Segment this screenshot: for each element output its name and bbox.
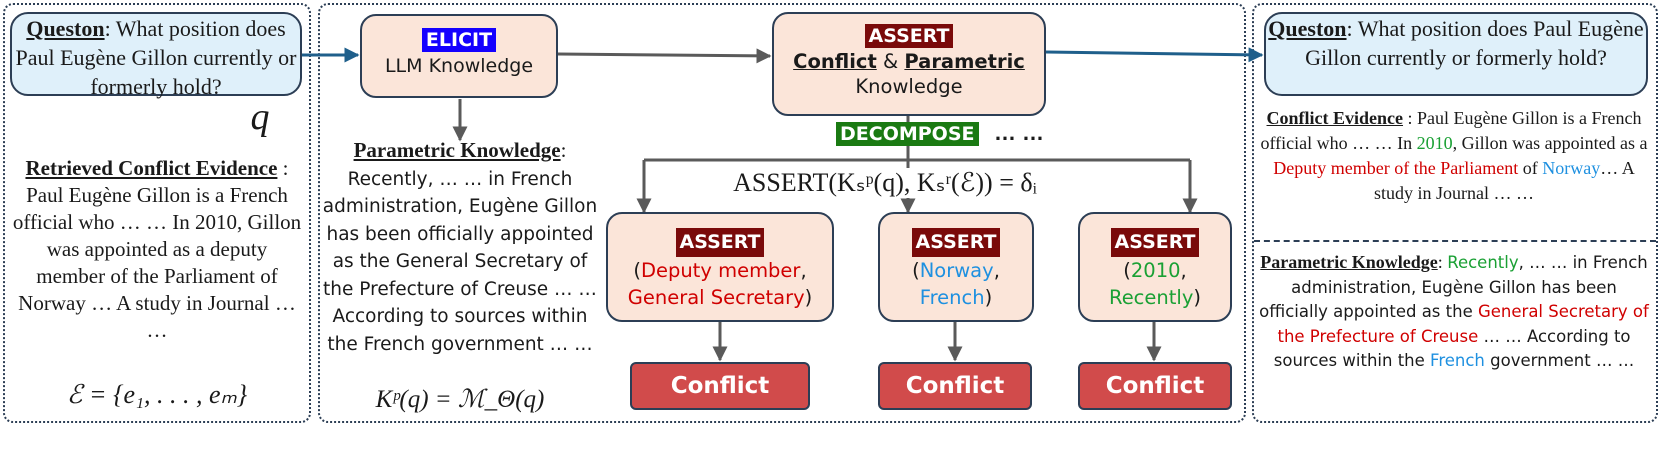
assert-parametric-word: Parametric xyxy=(904,50,1025,73)
assert-main-node: ASSERT Conflict & Parametric Knowledge xyxy=(772,12,1046,116)
assert-2-tag: ASSERT xyxy=(911,228,1001,257)
right-param-p1: , … … in French administration, Eugène G… xyxy=(1259,253,1648,321)
assert-formula: ASSERT(Kₛᵖ(q), Kₛʳ(ℰ)) = δᵢ xyxy=(690,168,1080,198)
right-evidence-year: 2010 xyxy=(1416,133,1453,153)
question-label: Queston xyxy=(26,16,105,41)
right-evidence-p1: : Paul Eugène Gillon is a French officia… xyxy=(1260,108,1642,153)
assert-1-close: ) xyxy=(804,286,813,309)
right-evidence-title: Conflict Evidence xyxy=(1266,108,1404,128)
right-param-p3: government … … xyxy=(1484,351,1635,370)
assert-1-tag: ASSERT xyxy=(675,228,765,257)
right-conflict-evidence: Conflict Evidence : Paul Eugène Gillon i… xyxy=(1258,106,1650,206)
retrieved-evidence-body: Paul Eugène Gillon is a French official … xyxy=(12,183,302,342)
question-text: : What position does Paul Eugène Gillon … xyxy=(15,16,297,99)
right-question-text: : What position does Paul Eugène Gillon … xyxy=(1305,16,1644,70)
assert-3-close: ) xyxy=(1193,286,1201,309)
center-panel xyxy=(318,3,1246,423)
retrieved-evidence-title: Retrieved Conflict Evidence xyxy=(25,156,278,180)
right-evidence-role: Deputy member of the Parliament xyxy=(1273,158,1519,178)
assert-1-a: Deputy member xyxy=(640,259,801,282)
right-param-p2: … … According to sources within the xyxy=(1273,326,1631,371)
retrieved-evidence: Retrieved Conflict Evidence : Paul Eugèn… xyxy=(10,155,304,344)
conflict-box-3: Conflict xyxy=(1078,362,1232,410)
assert-main-tag: ASSERT xyxy=(864,24,954,48)
arrow-assert-to-right-question xyxy=(1045,47,1264,63)
right-panel-divider xyxy=(1254,240,1656,242)
assert-conflict-word: Conflict xyxy=(793,50,877,73)
q-symbol: q xyxy=(250,96,270,138)
right-evidence-p4: … A study in Journal … … xyxy=(1374,158,1635,203)
assert-knowledge-word: Knowledge xyxy=(855,75,963,98)
right-param-title: Parametric Knowledge xyxy=(1260,252,1438,272)
question-box: Queston: What position does Paul Eugène … xyxy=(10,12,302,99)
assert-2-open: ( xyxy=(912,259,920,282)
parametric-colon: : xyxy=(560,138,567,162)
conflict-box-2: Conflict xyxy=(878,362,1032,410)
retrieved-evidence-colon: : xyxy=(277,156,289,180)
elicit-tag: ELICIT xyxy=(421,28,497,52)
decompose-tag: DECOMPOSE xyxy=(836,122,979,146)
right-evidence-p3: of xyxy=(1518,158,1543,178)
assert-2-sep: , xyxy=(993,259,1000,282)
left-panel xyxy=(3,3,311,423)
parametric-formula: Kᵖ(q) = ℳ_Θ(q) xyxy=(375,386,545,413)
right-param-recently: Recently xyxy=(1447,253,1519,272)
assert-3-a: 2010 xyxy=(1130,259,1181,282)
elicit-node: ELICIT LLM Knowledge xyxy=(360,14,558,98)
decompose-dots: … … xyxy=(993,120,1045,145)
assert-node-1: ASSERT (Deputy member, General Secretary… xyxy=(606,212,834,322)
assert-node-2: ASSERT (Norway, French) xyxy=(878,212,1034,322)
parametric-knowledge: Parametric Knowledge: Recently, … … in F… xyxy=(322,137,598,358)
assert-3-sep: , xyxy=(1180,259,1187,282)
assert-3-tag: ASSERT xyxy=(1110,228,1200,257)
right-evidence-country: Norway xyxy=(1542,158,1601,178)
right-param-p0: : xyxy=(1437,252,1448,272)
right-panel xyxy=(1252,3,1658,423)
assert-1-open: ( xyxy=(633,259,641,282)
assert-3-open: ( xyxy=(1123,259,1131,282)
evidence-set-formula: ℰ = {e₁, . . . , eₘ} xyxy=(66,380,248,409)
assert-1-b: General Secretary xyxy=(627,286,805,309)
elicit-label: LLM Knowledge xyxy=(384,55,534,77)
right-question-label: Queston xyxy=(1268,16,1347,41)
parametric-title: Parametric Knowledge xyxy=(353,138,561,162)
assert-3-b: Recently xyxy=(1109,286,1194,309)
assert-2-close: ) xyxy=(984,286,993,309)
arrow-elicit-to-assert xyxy=(557,48,772,64)
right-evidence-p2: , Gillon was appointed as a xyxy=(1452,133,1648,153)
assert-amp: & xyxy=(876,50,905,73)
right-question-box: Queston: What position does Paul Eugène … xyxy=(1264,12,1648,96)
assert-2-a: Norway xyxy=(919,259,994,282)
conflict-box-1: Conflict xyxy=(630,362,810,410)
assert-2-b: French xyxy=(919,286,985,309)
assert-node-3: ASSERT (2010, Recently) xyxy=(1078,212,1232,322)
right-parametric-knowledge: Parametric Knowledge: Recently, … … in F… xyxy=(1258,250,1650,374)
right-param-french: French xyxy=(1430,351,1485,370)
assert-1-sep: , xyxy=(800,259,807,282)
decompose-tag-wrap: DECOMPOSE xyxy=(836,122,979,146)
right-param-role: General Secretary of the Prefecture of C… xyxy=(1277,302,1649,346)
parametric-body: Recently, … … in French administration, … xyxy=(322,168,598,355)
